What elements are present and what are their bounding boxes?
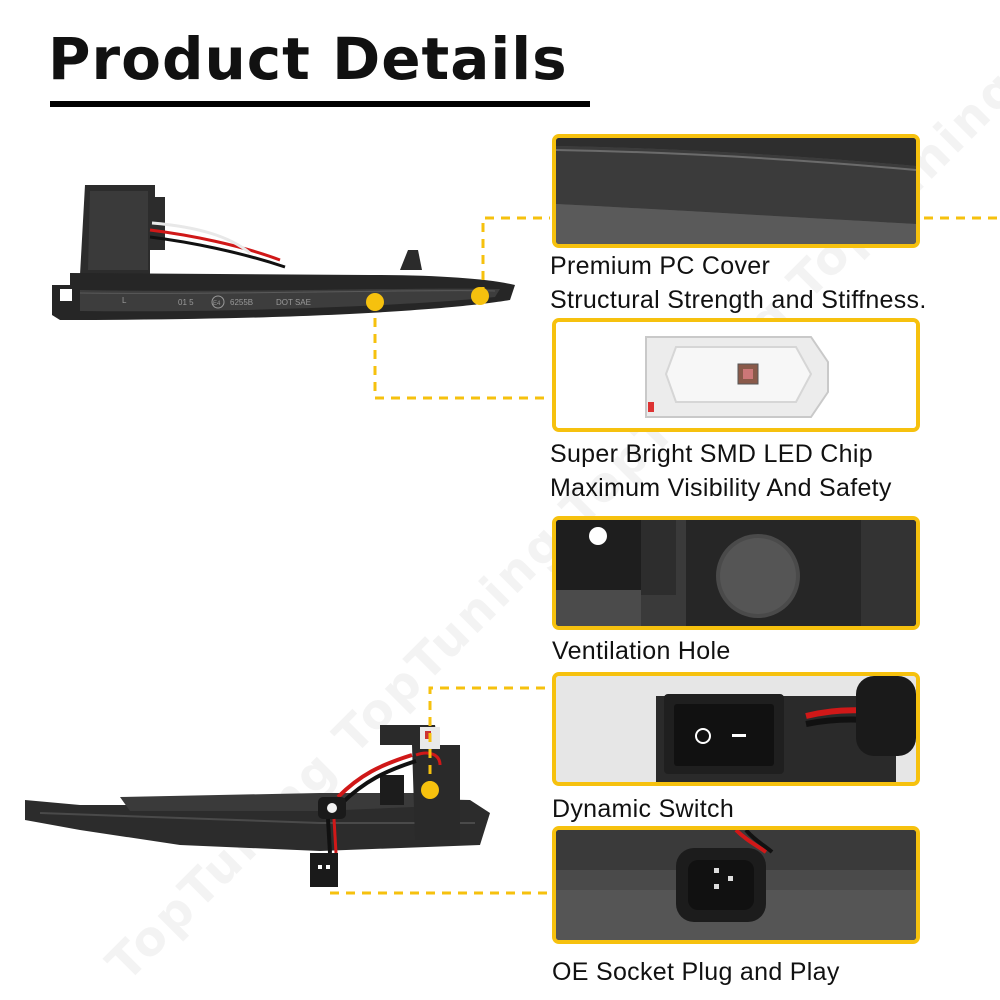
panel-pc-cover [552, 134, 920, 248]
panel-oe-socket [552, 826, 920, 944]
panel-ventilation-hole [552, 516, 920, 630]
caption-led-chip-line2: Maximum Visibility And Safety [550, 474, 892, 502]
caption-led-chip-line1: Super Bright SMD LED Chip [550, 440, 873, 468]
caption-pc-cover-line1: Premium PC Cover [550, 252, 771, 280]
caption-oe-socket: OE Socket Plug and Play [552, 958, 840, 986]
product-mark-code1: 01 5 [178, 298, 194, 307]
caption-pc-cover: Premium PC Cover Structural Strength and… [550, 249, 927, 317]
caption-pc-cover-line2: Structural Strength and Stiffness. [550, 286, 927, 314]
product-image-front: L 01 5 E4 6255B DOT SAE [52, 185, 515, 320]
product-mark-side: L [122, 296, 127, 305]
caption-ventilation-hole: Ventilation Hole [552, 637, 731, 665]
product-mark-e: E4 [213, 301, 221, 307]
title-underline [50, 101, 590, 107]
caption-led-chip: Super Bright SMD LED Chip Maximum Visibi… [550, 437, 892, 505]
caption-dynamic-switch: Dynamic Switch [552, 795, 735, 823]
page-title: Product Details [48, 25, 568, 93]
panel-dynamic-switch [552, 672, 920, 786]
product-mark-num: 6255B [230, 298, 253, 307]
panel-led-chip [552, 318, 920, 432]
product-image-back [25, 725, 490, 887]
product-mark-std: DOT SAE [276, 298, 311, 307]
